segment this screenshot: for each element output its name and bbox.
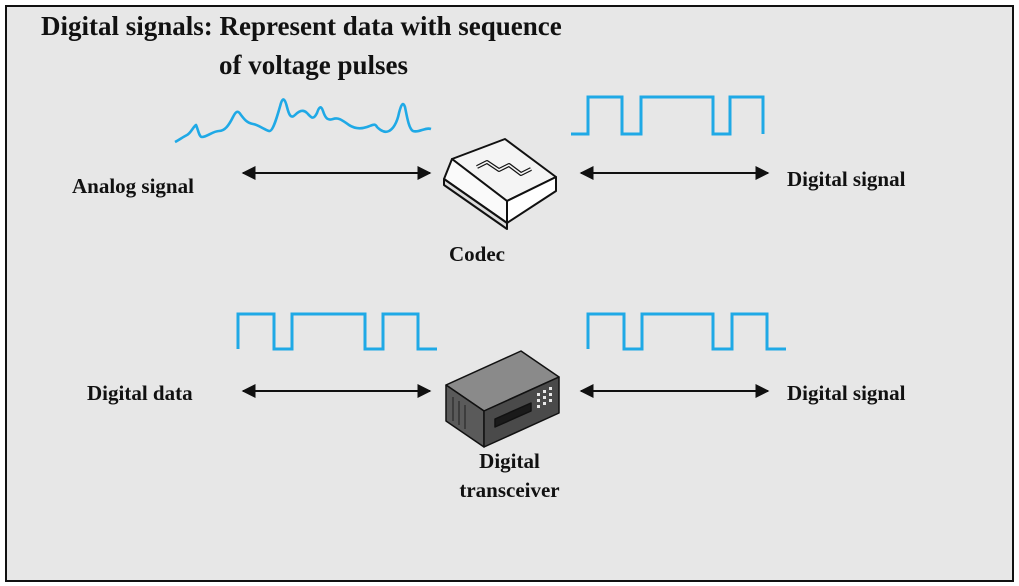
title-line-1: Digital signals: Represent data with seq… [41,11,562,41]
transceiver-icon [445,350,560,448]
digital-signal-label-bottom: Digital signal [787,381,906,405]
analog-signal-label: Analog signal [72,174,194,198]
diagram-artwork [174,95,786,448]
transceiver-label-line-1: Digital [479,449,540,473]
digital-waveform-bottom-left [236,312,437,351]
analog-waveform [174,98,432,144]
digital-waveform-top [571,95,765,136]
diagram-panel: Digital signals: Represent data with seq… [5,5,1014,582]
digital-signal-label-top: Digital signal [787,167,906,191]
codec-label: Codec [449,242,505,266]
digital-data-label: Digital data [87,381,193,405]
codec-icon [443,138,557,230]
transceiver-label-line-2: transceiver [459,478,560,502]
title-line-2: of voltage pulses [219,50,408,80]
digital-waveform-bottom-right [586,312,786,351]
